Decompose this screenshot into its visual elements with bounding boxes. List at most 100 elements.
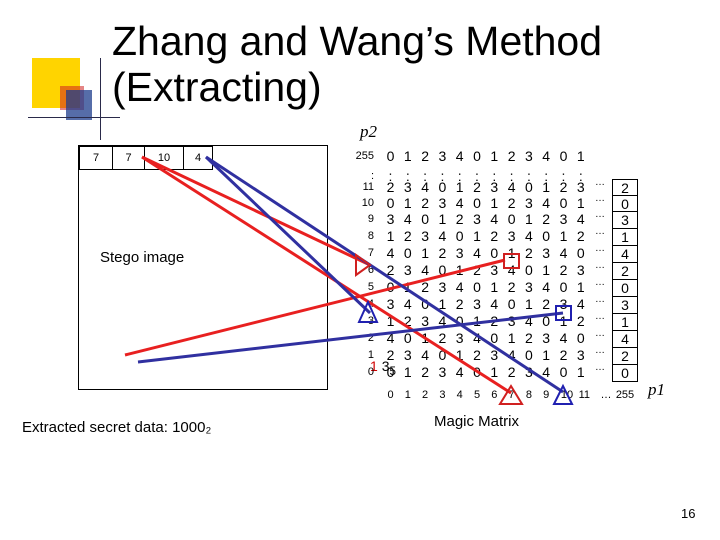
matrix-cell: 3 [576, 347, 585, 363]
matrix-ellipsis: … [595, 328, 605, 339]
matrix-cell: 1 [490, 195, 499, 211]
slide-title: Zhang and Wang’s Method (Extracting) [112, 18, 603, 110]
matrix-last-column-cell: 0 [612, 195, 638, 212]
matrix-cell: 4 [490, 211, 499, 227]
matrix-cell: 4 [421, 179, 429, 195]
matrix-cell: 3 [576, 262, 585, 278]
matrix-cell: 4 [542, 364, 551, 380]
matrix-column-label: 1 [404, 389, 411, 401]
matrix-cell: 2 [490, 313, 499, 329]
p2-axis-label: p2 [360, 122, 377, 141]
matrix-cell: 0 [507, 211, 516, 227]
matrix-cell: 4 [559, 330, 568, 346]
matrix-cell: 3 [455, 245, 464, 261]
matrix-last-column-cell: 0 [612, 364, 638, 382]
matrix-cell: 2 [524, 245, 533, 261]
matrix-cell: 1 [421, 245, 429, 261]
matrix-cell: 0 [473, 279, 481, 295]
matrix-cell: 4 [455, 364, 464, 380]
matrix-cell: 1 [524, 211, 533, 227]
matrix-cell: 2 [490, 228, 499, 244]
decorative-vertical-line [100, 58, 101, 140]
matrix-row-label: 1 [367, 349, 374, 361]
matrix-cell: 0 [524, 179, 533, 195]
matrix-cell: 4 [386, 245, 395, 261]
matrix-cell: 3 [403, 179, 412, 195]
matrix-row-label: 9 [367, 213, 374, 225]
matrix-column-label: 8 [525, 389, 532, 401]
matrix-row-label: 5 [367, 281, 374, 293]
matrix-cell: 0 [490, 245, 499, 261]
matrix-cell: 1 [386, 313, 395, 329]
matrix-cell: 1 [403, 148, 412, 164]
matrix-column-label: 0 [387, 389, 394, 401]
matrix-ellipsis: … [595, 209, 605, 220]
matrix-row-label: 4 [367, 298, 374, 310]
matrix-cell: 0 [473, 364, 481, 380]
matrix-cell: 2 [386, 179, 395, 195]
matrix-cell: 1 [542, 262, 551, 278]
matrix-cell: 0 [421, 296, 429, 312]
matrix-cell: 0 [403, 330, 412, 346]
matrix-column-label: 5 [473, 389, 481, 401]
stego-pixel: 7 [79, 146, 113, 170]
matrix-column-label: 9 [543, 389, 550, 401]
matrix-cell: 0 [403, 245, 412, 261]
matrix-cell: 4 [455, 195, 464, 211]
matrix-cell: 2 [507, 148, 516, 164]
matrix-cell: 0 [524, 347, 533, 363]
matrix-cell: 0 [524, 262, 533, 278]
matrix-cell: 4 [542, 195, 551, 211]
matrix-cell: 0 [455, 313, 464, 329]
matrix-cell: 1 [490, 279, 499, 295]
matrix-cell: 3 [386, 211, 395, 227]
matrix-cell: 2 [542, 296, 551, 312]
matrix-cell: 0 [559, 195, 568, 211]
matrix-cell: 3 [455, 330, 464, 346]
matrix-row-label: 3 [367, 315, 374, 327]
matrix-last-column-cell: 1 [612, 228, 638, 245]
matrix-cell: 4 [576, 211, 585, 227]
matrix-cell: 1 [455, 347, 464, 363]
matrix-cell: 3 [386, 296, 395, 312]
matrix-cell: 1 [455, 262, 464, 278]
matrix-cell: 3 [473, 211, 481, 227]
matrix-cell: 1 [507, 330, 516, 346]
matrix-ellipsis: … [595, 226, 605, 237]
matrix-cell: 2 [403, 313, 412, 329]
matrix-cell: 2 [421, 364, 429, 380]
matrix-cell: 4 [507, 347, 516, 363]
matrix-cell: 1 [524, 296, 533, 312]
matrix-last-column-cell: 3 [612, 296, 638, 313]
matrix-cell: 3 [524, 148, 533, 164]
matrix-cell: 4 [455, 148, 464, 164]
matrix-cell: 1 [490, 148, 499, 164]
extracted-secret-data: Extracted secret data: 1000₂ [22, 419, 212, 436]
matrix-column-label: 7 [508, 389, 515, 401]
matrix-cell: 4 [490, 296, 499, 312]
matrix-cell: 2 [559, 347, 568, 363]
matrix-cell: 0 [507, 296, 516, 312]
matrix-cell: 0 [542, 313, 551, 329]
matrix-cell: 4 [438, 313, 447, 329]
matrix-cell: 2 [507, 364, 516, 380]
matrix-cell: 0 [386, 279, 395, 295]
matrix-cell: 2 [403, 228, 412, 244]
matrix-cell: 4 [473, 245, 481, 261]
matrix-cell: 1 [542, 347, 551, 363]
matrix-cell: 3 [559, 211, 568, 227]
matrix-cell: 4 [524, 313, 533, 329]
matrix-cell: 0 [576, 330, 585, 346]
matrix-cell: 4 [542, 279, 551, 295]
matrix-cell: 2 [438, 330, 447, 346]
matrix-cell: 2 [438, 245, 447, 261]
matrix-cell: 3 [524, 279, 533, 295]
matrix-cell: 4 [507, 179, 516, 195]
matrix-cell: 4 [559, 245, 568, 261]
matrix-ellipsis: … [595, 193, 605, 204]
matrix-cell: 1 [559, 228, 568, 244]
matrix-cell: 1 [559, 313, 568, 329]
matrix-cell: 3 [438, 364, 447, 380]
matrix-cell: 2 [455, 296, 464, 312]
matrix-cell: 0 [542, 228, 551, 244]
